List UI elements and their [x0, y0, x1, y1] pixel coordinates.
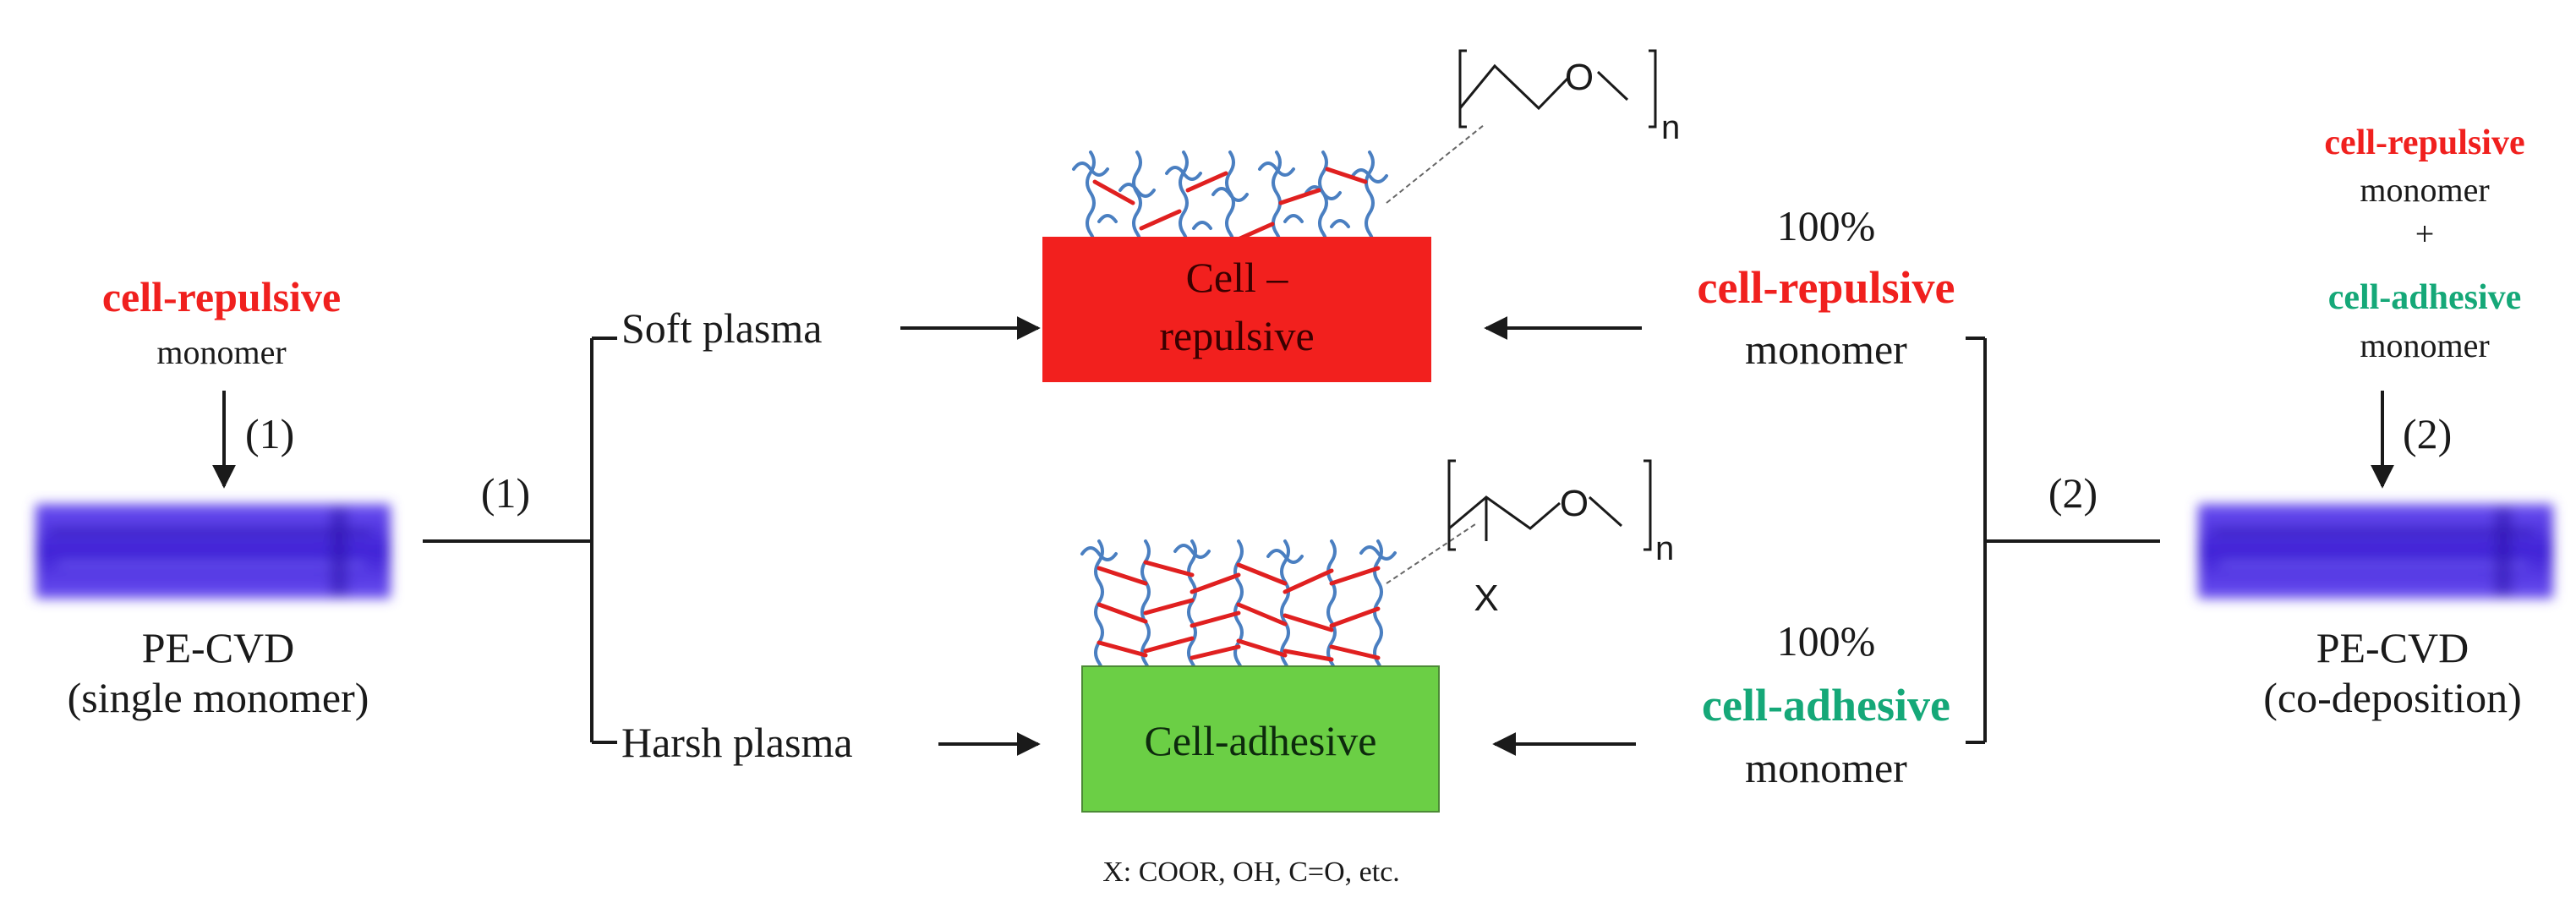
right-plus: +	[2415, 215, 2435, 253]
bottom-repeat-unit	[1447, 459, 1652, 551]
right-repulsive-label: cell-repulsive	[2324, 123, 2524, 162]
left-branch-label: (1)	[481, 469, 530, 517]
bottom-polymer-network	[1080, 539, 1397, 685]
right-repulsive-word: monomer	[2360, 171, 2489, 209]
bottom-input-word: monomer	[1745, 744, 1907, 791]
harsh-plasma-label: Harsh plasma	[621, 719, 853, 766]
bottom-substituent: X	[1474, 577, 1498, 619]
right-step-label: (2)	[2403, 410, 2452, 457]
right-inputs: 100% cell-repulsive monomer 100% cell-ad…	[1484, 202, 1955, 791]
right-branch: (2)	[1966, 337, 2160, 744]
cell-adhesive-box	[1081, 665, 1440, 813]
top-repeat-index: n	[1661, 109, 1680, 146]
left-step-label: (1)	[245, 410, 294, 457]
left-method-detail: (single monomer)	[68, 674, 369, 721]
right-substrate	[2198, 504, 2553, 599]
right-adhesive-label: cell-adhesive	[2328, 278, 2522, 317]
top-pointer-line	[1386, 124, 1485, 204]
right-branch-label: (2)	[2048, 469, 2097, 517]
right-method-detail: (co-deposition)	[2263, 674, 2521, 721]
bottom-box-label: Cell-adhesive	[1145, 717, 1377, 764]
right-source: cell-repulsive monomer + cell-adhesive m…	[2198, 123, 2553, 721]
cell-repulsive-box	[1042, 237, 1431, 382]
footnote: X: COOR, OH, C=O, etc.	[1102, 857, 1400, 888]
top-result: O n Cell – repulsive	[1042, 49, 1680, 382]
left-repulsive-label: cell-repulsive	[102, 273, 341, 320]
top-repeat-unit	[1458, 49, 1657, 129]
bottom-percent: 100%	[1777, 617, 1876, 665]
top-input-word: monomer	[1745, 326, 1907, 373]
top-input-label: cell-repulsive	[1698, 262, 1955, 313]
bottom-pointer-line	[1386, 523, 1476, 584]
top-repeat-atom: O	[1565, 57, 1594, 98]
top-percent: 100%	[1777, 202, 1876, 249]
right-method: PE-CVD	[2316, 624, 2469, 671]
left-substrate	[36, 504, 391, 599]
left-monomer-word: monomer	[156, 333, 286, 371]
top-box-line1: Cell –	[1186, 254, 1289, 301]
soft-plasma-label: Soft plasma	[621, 304, 822, 352]
bottom-input-label: cell-adhesive	[1702, 680, 1950, 731]
bottom-repeat-index: n	[1655, 530, 1674, 567]
bottom-repeat-atom: O	[1560, 483, 1589, 524]
left-source: cell-repulsive monomer (1) PE-CVD (singl…	[36, 273, 391, 721]
left-branch: (1) Soft plasma Harsh plasma	[423, 304, 1041, 766]
left-method: PE-CVD	[142, 624, 295, 671]
top-box-line2: repulsive	[1159, 312, 1314, 359]
bottom-result: O n X Cell-adhesive X: COOR, OH, C=O, et…	[1080, 459, 1674, 888]
right-adhesive-word: monomer	[2360, 326, 2489, 364]
